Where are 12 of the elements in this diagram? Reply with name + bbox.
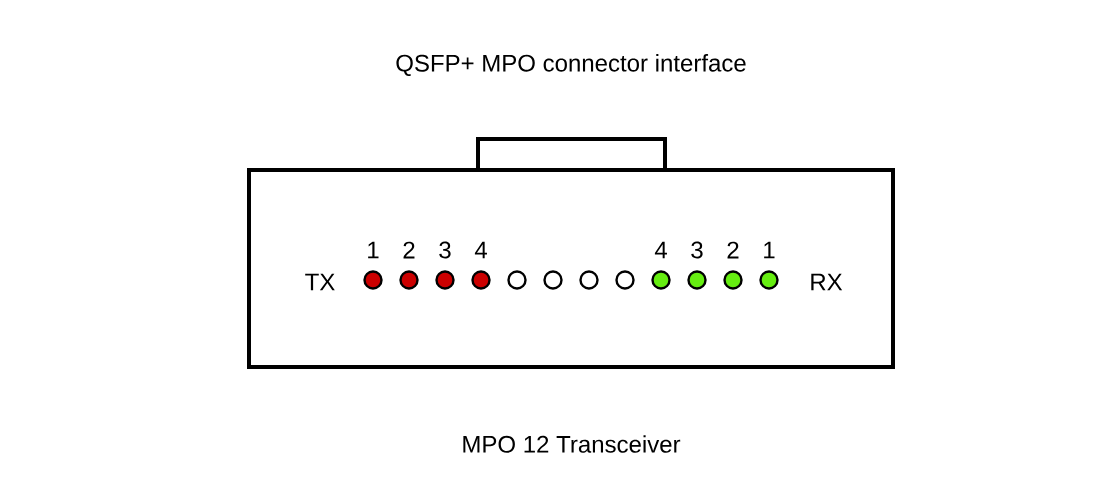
- fiber-number: 4: [474, 241, 487, 259]
- port-label: TX: [305, 273, 335, 291]
- fiber-number: 1: [368, 241, 379, 259]
- fiber-number: 3: [691, 241, 703, 259]
- fiber-number: 2: [727, 241, 739, 259]
- fiber-number: 4: [654, 241, 667, 259]
- port-label: RX: [811, 273, 843, 291]
- title: QSFP+ MPO connector interface: [396, 54, 746, 76]
- fiber-number: 1: [764, 241, 775, 259]
- caption: MPO 12 Transceiver: [463, 435, 681, 453]
- fiber-number: 2: [403, 241, 415, 259]
- fiber-number: 3: [439, 241, 451, 259]
